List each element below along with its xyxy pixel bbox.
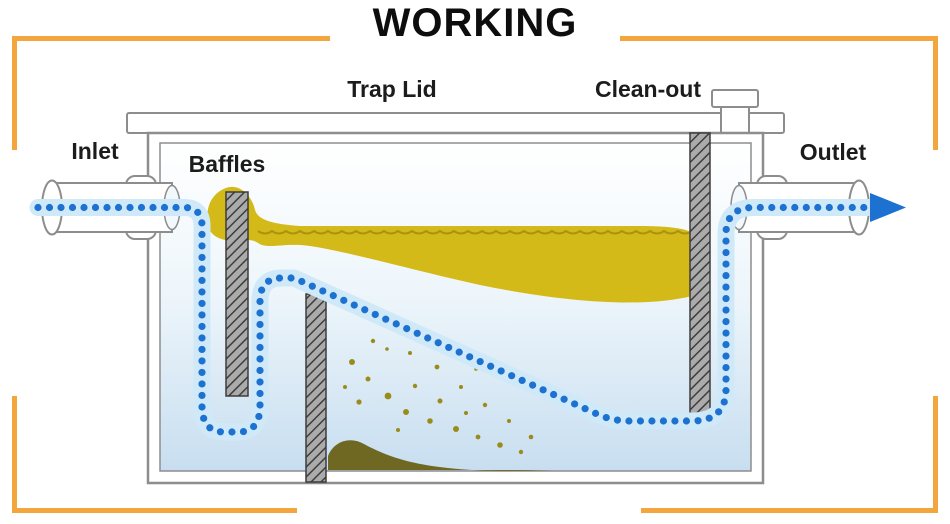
water-surface-wave — [257, 229, 693, 235]
sediment-specks — [343, 338, 534, 455]
page-title: WORKING — [372, 1, 578, 45]
grease-layer — [207, 186, 692, 303]
clean-out-assembly — [711, 89, 759, 136]
frame-left-vertical-bottom — [12, 396, 17, 513]
frame-right-vertical-top — [933, 36, 938, 150]
frame-left-vertical-top — [12, 36, 17, 150]
sediment-mound — [328, 440, 558, 471]
baffle-middle — [305, 293, 327, 483]
frame-right-vertical-bottom — [933, 396, 938, 513]
clean-out-pipe — [720, 103, 750, 136]
label-inlet: Inlet — [71, 138, 119, 164]
flow-path-dots — [34, 203, 872, 436]
trap-lid — [126, 112, 785, 134]
label-baffles: Baffles — [189, 151, 266, 177]
frame-bottom-right-horizontal — [641, 508, 938, 513]
baffle-left — [225, 191, 249, 397]
baffle-outlet — [689, 132, 711, 416]
label-trap-lid: Trap Lid — [347, 76, 436, 102]
label-outlet: Outlet — [800, 139, 867, 165]
frame-bottom-left-horizontal — [12, 508, 297, 513]
frame-top-left-horizontal — [12, 36, 330, 41]
frame-top-right-horizontal — [620, 36, 938, 41]
flow-arrow-icon — [870, 193, 906, 222]
clean-out-cap — [711, 89, 759, 108]
label-clean-out: Clean-out — [595, 76, 701, 102]
